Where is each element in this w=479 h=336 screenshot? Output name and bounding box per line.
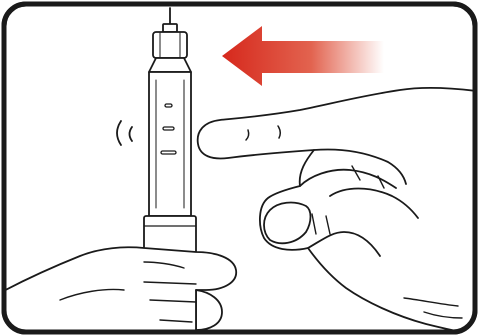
illustration-panel (0, 0, 479, 336)
illustration-svg (0, 0, 479, 336)
